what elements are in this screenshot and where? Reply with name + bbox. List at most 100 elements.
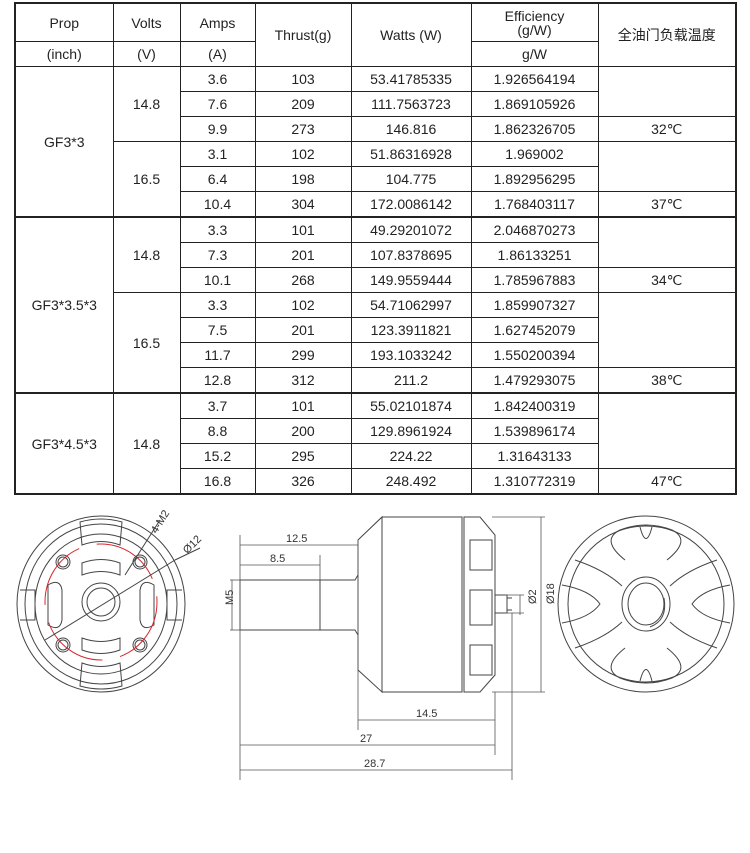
thrust-cell: 101: [254, 392, 352, 419]
motor-performance-table: Prop Volts Amps Thrust(g) Watts (W) Effi…: [14, 2, 737, 495]
temperature-empty-cell: [597, 141, 737, 192]
temperature-empty-cell: [597, 66, 737, 117]
amps-cell: 7.6: [179, 91, 256, 117]
amps-cell: 3.6: [179, 66, 256, 92]
volts-cell: 14.8: [112, 392, 181, 495]
mount-hole: [55, 637, 71, 653]
mount-hole: [55, 554, 71, 570]
thrust-cell: 268: [254, 267, 352, 293]
amps-cell: 7.3: [179, 242, 256, 268]
watts-cell: 111.7563723: [350, 91, 472, 117]
watts-cell: 193.1033242: [350, 342, 472, 368]
thrust-cell: 101: [254, 216, 352, 243]
header-volts: Volts: [112, 2, 181, 42]
amps-cell: 10.4: [179, 191, 256, 218]
header-prop-unit: (inch): [14, 41, 114, 67]
header-efficiency: Efficiency(g/W): [470, 2, 599, 42]
bell: [381, 516, 463, 693]
watts-cell: 146.816: [350, 116, 472, 142]
motor-dimension-drawing: 4-M2 Ø12 12.5 8.5: [16, 508, 735, 780]
dim-total: 28.7: [364, 758, 385, 770]
temperature-empty-cell: [597, 292, 737, 368]
amps-cell: 9.9: [179, 116, 256, 142]
amps-cell: 7.5: [179, 317, 256, 343]
watts-cell: 51.86316928: [350, 141, 472, 167]
header-watts: Watts (W): [350, 2, 472, 67]
watts-cell: 129.8961924: [350, 418, 472, 444]
watts-cell: 172.0086142: [350, 191, 472, 218]
rear-view: [557, 515, 735, 693]
temperature-empty-cell: [597, 392, 737, 469]
thrust-cell: 273: [254, 116, 352, 142]
amps-cell: 3.1: [179, 141, 256, 167]
side-view: 12.5 8.5 M5 Ø2 Ø18 14.5 27 28.7: [224, 515, 557, 780]
header-prop: Prop: [14, 2, 114, 42]
efficiency-cell: 2.046870273: [470, 216, 599, 243]
thrust-cell: 304: [254, 191, 352, 218]
header-efficiency-label: Efficiency: [504, 7, 565, 24]
amps-cell: 10.1: [179, 267, 256, 293]
efficiency-cell: 1.86133251: [470, 242, 599, 268]
thrust-cell: 102: [254, 141, 352, 167]
watts-cell: 107.8378695: [350, 242, 472, 268]
amps-cell: 15.2: [179, 443, 256, 469]
watts-cell: 211.2: [350, 367, 472, 394]
efficiency-cell: 1.785967883: [470, 267, 599, 293]
motor-diameter: Ø18: [545, 583, 557, 604]
amps-cell: 11.7: [179, 342, 256, 368]
efficiency-cell: 1.859907327: [470, 292, 599, 318]
efficiency-cell: 1.550200394: [470, 342, 599, 368]
watts-cell: 49.29201072: [350, 216, 472, 243]
thrust-cell: 102: [254, 292, 352, 318]
volts-cell: 16.5: [112, 141, 181, 218]
efficiency-cell: 1.539896174: [470, 418, 599, 444]
amps-cell: 12.8: [179, 367, 256, 394]
temperature-cell: 47℃: [597, 468, 737, 495]
efficiency-cell: 1.842400319: [470, 392, 599, 419]
thrust-cell: 326: [254, 468, 352, 495]
header-efficiency-sub: (g/W): [517, 21, 552, 38]
thrust-cell: 200: [254, 418, 352, 444]
amps-cell: 3.3: [179, 292, 256, 318]
efficiency-cell: 1.627452079: [470, 317, 599, 343]
thrust-cell: 295: [254, 443, 352, 469]
thrust-cell: 209: [254, 91, 352, 117]
prop-cell: GF3*4.5*3: [14, 392, 114, 495]
thrust-cell: 103: [254, 66, 352, 92]
watts-cell: 54.71062997: [350, 292, 472, 318]
volts-cell: 16.5: [112, 292, 181, 394]
shaft-thread: [239, 579, 321, 631]
thrust-cell: 201: [254, 242, 352, 268]
prop-cell: GF3*3.5*3: [14, 216, 114, 394]
watts-cell: 123.3911821: [350, 317, 472, 343]
header-temperature: 全油门负载温度: [597, 2, 737, 67]
efficiency-cell: 1.862326705: [470, 116, 599, 142]
header-thrust: Thrust(g): [254, 2, 352, 67]
efficiency-cell: 1.869105926: [470, 91, 599, 117]
amps-cell: 3.7: [179, 392, 256, 419]
efficiency-cell: 1.892956295: [470, 166, 599, 192]
temperature-cell: 38℃: [597, 367, 737, 394]
volts-cell: 14.8: [112, 216, 181, 293]
watts-cell: 104.775: [350, 166, 472, 192]
header-amps: Amps: [179, 2, 256, 42]
thrust-cell: 201: [254, 317, 352, 343]
header-volts-unit: (V): [112, 41, 181, 67]
thrust-cell: 312: [254, 367, 352, 394]
efficiency-cell: 1.479293075: [470, 367, 599, 394]
dim-thread: 8.5: [270, 553, 285, 565]
temperature-empty-cell: [597, 216, 737, 268]
mount-circle-red: [44, 543, 158, 661]
header-efficiency-unit: g/W: [470, 41, 599, 67]
prop-cell: GF3*3: [14, 66, 114, 218]
efficiency-cell: 1.969002: [470, 141, 599, 167]
